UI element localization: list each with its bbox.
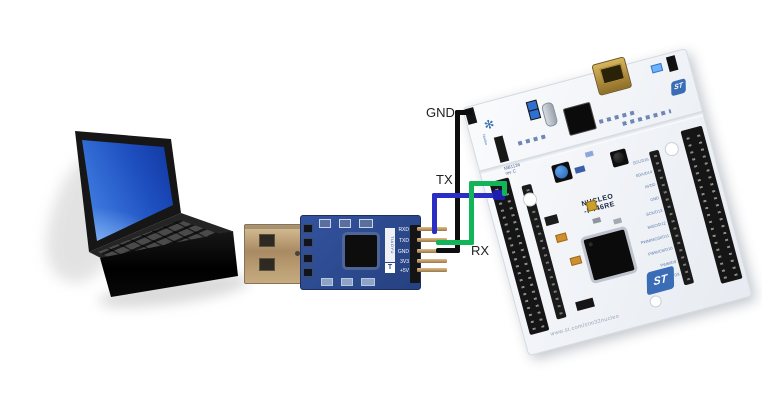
usb-plug-hole	[259, 258, 275, 271]
rx-wire	[469, 181, 507, 186]
tx-wire-connector	[493, 190, 505, 200]
smd-resistor-row	[517, 133, 548, 146]
st-logo-small: ST	[671, 78, 686, 97]
rx-wire	[469, 181, 474, 245]
nucleo-logo-text: Nucleo	[481, 133, 489, 146]
pin-label-5v: +5V	[399, 268, 409, 274]
status-led	[650, 62, 664, 74]
tx-wire	[432, 193, 437, 234]
solder-pad	[303, 238, 313, 247]
header-pin-gnd	[417, 249, 447, 253]
smd-component	[584, 150, 594, 158]
capacitor	[613, 217, 623, 225]
mounting-hole	[663, 140, 681, 158]
adapter-brand-logo: T	[385, 263, 395, 273]
pin-header-base	[410, 225, 420, 283]
pin-label-gnd: GND	[397, 249, 409, 255]
smd-component	[341, 278, 353, 286]
gnd-wire	[436, 248, 460, 253]
blue-jumpers	[525, 99, 542, 121]
tx-wire	[432, 193, 502, 198]
swd-header	[493, 135, 510, 163]
tantalum-capacitor	[555, 232, 568, 243]
smd-component	[339, 219, 351, 228]
rx-wire	[502, 181, 507, 196]
usb-serial-adapter-pcb: TIAOYU T RXD TXD GND 3V3 +5V	[300, 215, 421, 290]
smd-component	[359, 219, 373, 228]
inductor	[544, 214, 560, 227]
pin-label-3v3: 3V3	[400, 259, 409, 265]
tx-label: TX	[436, 172, 453, 187]
header-pin-5v	[417, 268, 447, 272]
header-pin-txd	[417, 238, 447, 242]
morpho-header-right	[680, 125, 743, 284]
usb-plug-hole	[259, 234, 275, 247]
smd-component	[574, 165, 586, 174]
crystal-oscillator	[540, 101, 559, 128]
smd-component	[575, 297, 595, 312]
gnd-label: GND	[426, 105, 455, 120]
usb-serial-chip	[342, 232, 380, 270]
nucleo-flower-icon: ✻	[482, 116, 496, 133]
user-button	[551, 161, 574, 184]
board-url-text: www.st.com/stm32nucleo	[549, 313, 620, 338]
usb-plug-hole	[295, 251, 300, 256]
solder-pad	[303, 224, 313, 233]
capacitor	[592, 217, 602, 224]
pin-label-txd: TXD	[399, 238, 409, 244]
gnd-wire	[455, 110, 472, 115]
nucleo-board: ✻ Nucleo ST SCL/D15 SDA/D14 AVDD GND SCK…	[462, 47, 753, 357]
pin-label-rxd: RXD	[398, 227, 409, 233]
solder-pad	[303, 268, 313, 277]
solder-pad	[303, 254, 313, 263]
jumper-header	[665, 55, 679, 73]
mini-usb-connector	[591, 56, 633, 96]
rx-label: RX	[471, 243, 490, 258]
smd-component	[361, 278, 375, 286]
gnd-wire	[455, 110, 460, 253]
adapter-brand-text: TIAOYU	[385, 228, 395, 262]
board-ref-text: MB1136 rev C	[503, 158, 535, 176]
smd-component	[321, 278, 333, 286]
smd-component	[319, 219, 331, 228]
rx-wire	[436, 240, 474, 245]
header-pin-3v3	[417, 259, 447, 263]
tantalum-capacitor	[569, 255, 583, 267]
stlink-mcu-chip	[562, 101, 597, 137]
